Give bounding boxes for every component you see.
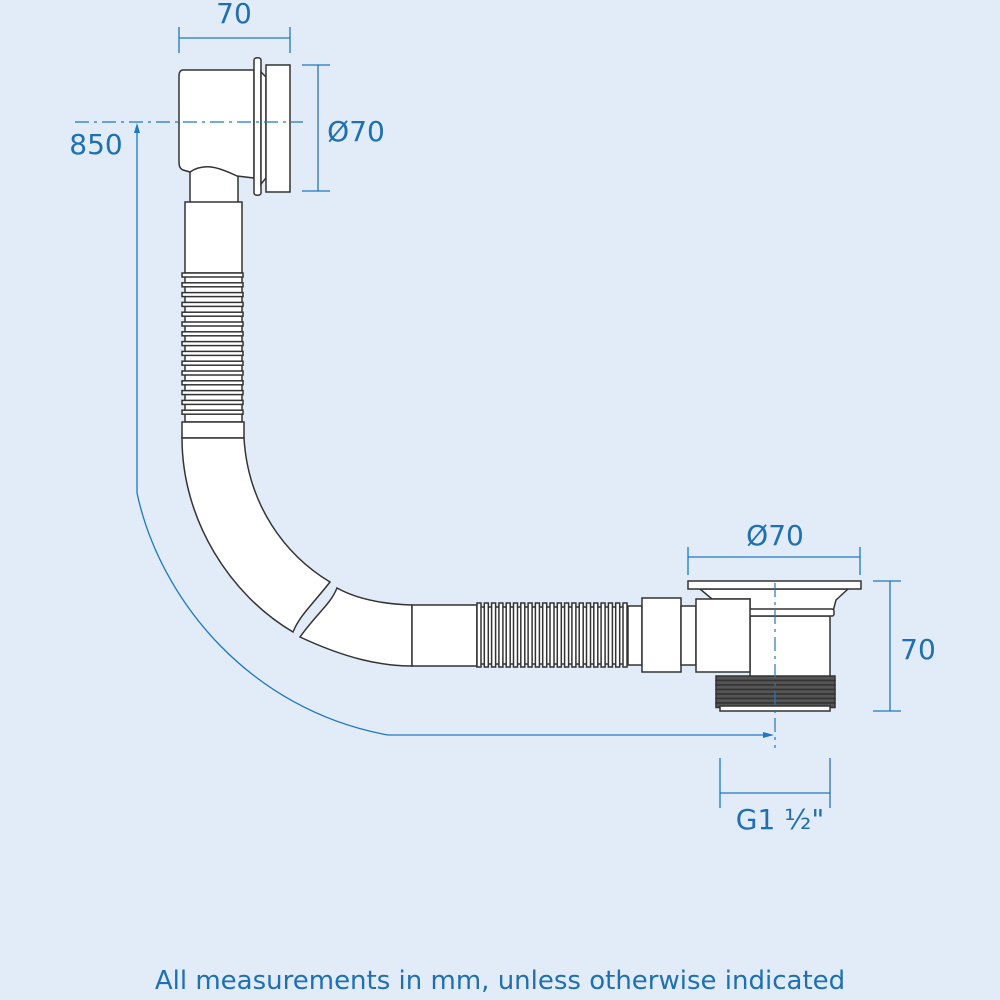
hose-ring: [585, 602, 592, 668]
hose-ring: [181, 291, 244, 298]
hose-ring: [490, 602, 497, 668]
hose-ring: [181, 370, 244, 376]
hose-ring: [549, 602, 555, 668]
hose-ring: [505, 602, 511, 668]
dimension-top-width: 70: [178, 0, 291, 53]
hose-ring: [607, 602, 614, 668]
hose-ring: [181, 360, 244, 366]
hose-ring: [181, 282, 244, 288]
dimension-waste-diameter: Ø70: [687, 519, 861, 575]
hose-ring: [181, 272, 244, 278]
hose-elbow: [181, 437, 413, 667]
hose-ring: [512, 602, 519, 668]
hose-ring: [181, 389, 244, 396]
hose-ring: [534, 602, 541, 668]
overflow-head: [178, 57, 291, 206]
hose-ring: [181, 350, 244, 357]
hose-ring: [184, 272, 243, 423]
hose-ring: [593, 602, 599, 668]
hose-ring: [600, 602, 606, 668]
footer-note: All measurements in mm, unless otherwise…: [154, 966, 846, 996]
dimension-waste-height: 70: [873, 580, 936, 712]
hose-ring: [181, 311, 244, 317]
hose-ring: [571, 602, 577, 668]
hose-ring: [541, 602, 548, 668]
dimension-top-diameter: Ø70: [302, 64, 385, 192]
hose-ring: [578, 602, 584, 668]
hose-ring: [181, 380, 244, 386]
hose-ring: [614, 602, 621, 668]
hose-ring: [181, 301, 244, 308]
hose-ring: [527, 602, 533, 668]
hose-ring: [556, 602, 563, 668]
hose-ring: [181, 321, 244, 327]
hose-ring: [181, 409, 244, 415]
horizontal-hose: [411, 597, 697, 673]
hose-ring: [520, 602, 526, 668]
height-label: 850: [69, 128, 122, 161]
hose-ring: [622, 602, 628, 668]
dimension-height: 850: [69, 123, 774, 738]
top-diameter-label: Ø70: [327, 115, 385, 148]
hose-ring: [476, 602, 482, 668]
thread-label: G1 ½": [736, 803, 824, 836]
hose-ring: [181, 340, 244, 347]
waste-height-label: 70: [900, 633, 936, 666]
hose-ring: [483, 602, 490, 668]
waste-diameter-label: Ø70: [746, 519, 804, 552]
dimension-thread: G1 ½": [719, 758, 831, 836]
top-width-label: 70: [216, 0, 252, 30]
hose-ring: [498, 602, 504, 668]
vertical-hose: [181, 201, 245, 439]
hose-ring: [181, 331, 244, 337]
hose-ring: [563, 602, 570, 668]
hose-ring: [181, 399, 244, 406]
